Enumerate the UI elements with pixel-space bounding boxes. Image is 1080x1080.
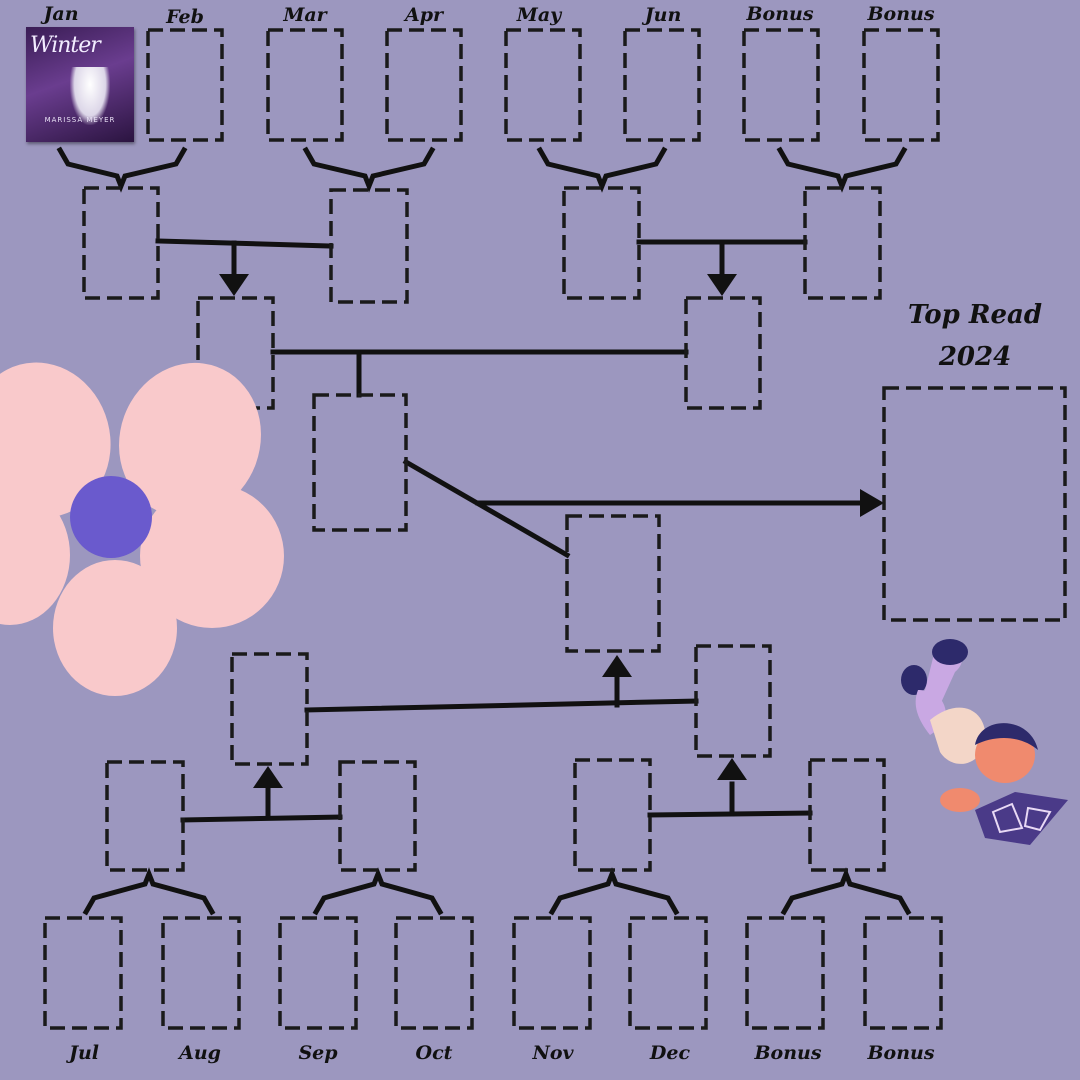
month-slot-bottom-5[interactable]	[512, 916, 592, 1030]
semifinal-slot-bottom[interactable]	[565, 514, 661, 653]
month-slot-bottom-2[interactable]	[161, 916, 241, 1030]
month-slot-bottom-8[interactable]	[863, 916, 943, 1030]
title-year: 2024	[938, 342, 1012, 372]
month-label-bottom-7: Bonus	[754, 1042, 822, 1064]
month-label-bottom-1: Jul	[68, 1042, 100, 1064]
round2-slot-top-4[interactable]	[803, 186, 882, 300]
arrow-up-icon	[602, 655, 632, 677]
cover-figure	[70, 67, 110, 125]
month-slot-bottom-4[interactable]	[394, 916, 474, 1030]
round2-slot-bottom-2[interactable]	[338, 760, 417, 872]
month-slot-bottom-3[interactable]	[278, 916, 358, 1030]
round3-slot-bottom-2[interactable]	[694, 644, 772, 758]
top-read-winner-slot[interactable]	[882, 386, 1067, 622]
round2-slot-bottom-3[interactable]	[573, 758, 652, 872]
month-slot-top-8[interactable]	[862, 28, 940, 142]
brace-bottom-1	[82, 867, 216, 916]
round2-slot-bottom-1[interactable]	[105, 760, 185, 872]
month-slot-top-5[interactable]	[504, 28, 582, 142]
month-label-bottom-6: Dec	[649, 1042, 691, 1064]
arrow-down-icon	[219, 274, 249, 296]
month-label-bottom-4: Oct	[415, 1042, 453, 1064]
brace-bottom-4	[780, 867, 912, 916]
book-cover-author: MARISSA MEYER	[44, 116, 116, 124]
month-label-top-3: Mar	[283, 4, 327, 26]
brace-bottom-3	[548, 867, 680, 916]
arrow-up-icon	[717, 758, 747, 780]
brace-bottom-2	[312, 867, 444, 916]
book-cover-title: Winter	[30, 33, 101, 58]
round2-slot-top-1[interactable]	[82, 186, 160, 300]
month-label-top-6: Jun	[644, 4, 682, 26]
round2-slot-top-2[interactable]	[329, 188, 409, 304]
month-label-bottom-3: Sep	[298, 1042, 338, 1064]
connector-bottom-left-pair	[180, 814, 343, 823]
round3-slot-bottom-1[interactable]	[230, 652, 309, 766]
round2-slot-top-3[interactable]	[562, 186, 641, 300]
month-slot-top-4[interactable]	[385, 28, 463, 142]
month-slot-top-6[interactable]	[623, 28, 701, 142]
month-slot-top-3[interactable]	[266, 28, 344, 142]
month-label-bottom-2: Aug	[179, 1042, 221, 1064]
arrow-down-icon	[707, 274, 737, 296]
arrow-right-icon	[860, 489, 884, 517]
month-label-top-4: Apr	[404, 4, 444, 26]
connector-round3-bottom	[304, 698, 699, 713]
round2-slot-bottom-4[interactable]	[808, 758, 886, 872]
reading-kid-icon	[901, 639, 1068, 845]
connector-semifinal-diagonal	[402, 458, 571, 559]
month-label-top-2: Feb	[166, 6, 204, 28]
arrow-up-icon	[253, 766, 283, 788]
flower-icon	[0, 362, 284, 696]
month-slot-top-2[interactable]	[146, 28, 224, 142]
month-label-top-8: Bonus	[867, 3, 935, 25]
month-slot-top-7[interactable]	[742, 28, 820, 142]
title-top-read: Top Read	[907, 300, 1043, 330]
month-label-top-5: May	[516, 4, 562, 26]
connector-top-left-pair	[155, 238, 334, 249]
brace-top-3	[536, 146, 668, 193]
brace-top-4	[776, 146, 908, 193]
semifinal-slot-top[interactable]	[312, 393, 408, 532]
brace-top-2	[302, 146, 436, 193]
month-label-top-1: Jan	[43, 3, 79, 25]
book-cover-winter[interactable]: Winter MARISSA MEYER	[26, 27, 134, 142]
month-label-top-7: Bonus	[746, 3, 814, 25]
month-slot-bottom-1[interactable]	[43, 916, 123, 1030]
brace-top-1	[56, 146, 188, 193]
month-label-bottom-5: Nov	[532, 1042, 574, 1064]
round3-slot-top-2[interactable]	[684, 296, 762, 410]
month-label-bottom-8: Bonus	[867, 1042, 935, 1064]
month-slot-bottom-7[interactable]	[745, 916, 825, 1030]
month-slot-bottom-6[interactable]	[628, 916, 708, 1030]
